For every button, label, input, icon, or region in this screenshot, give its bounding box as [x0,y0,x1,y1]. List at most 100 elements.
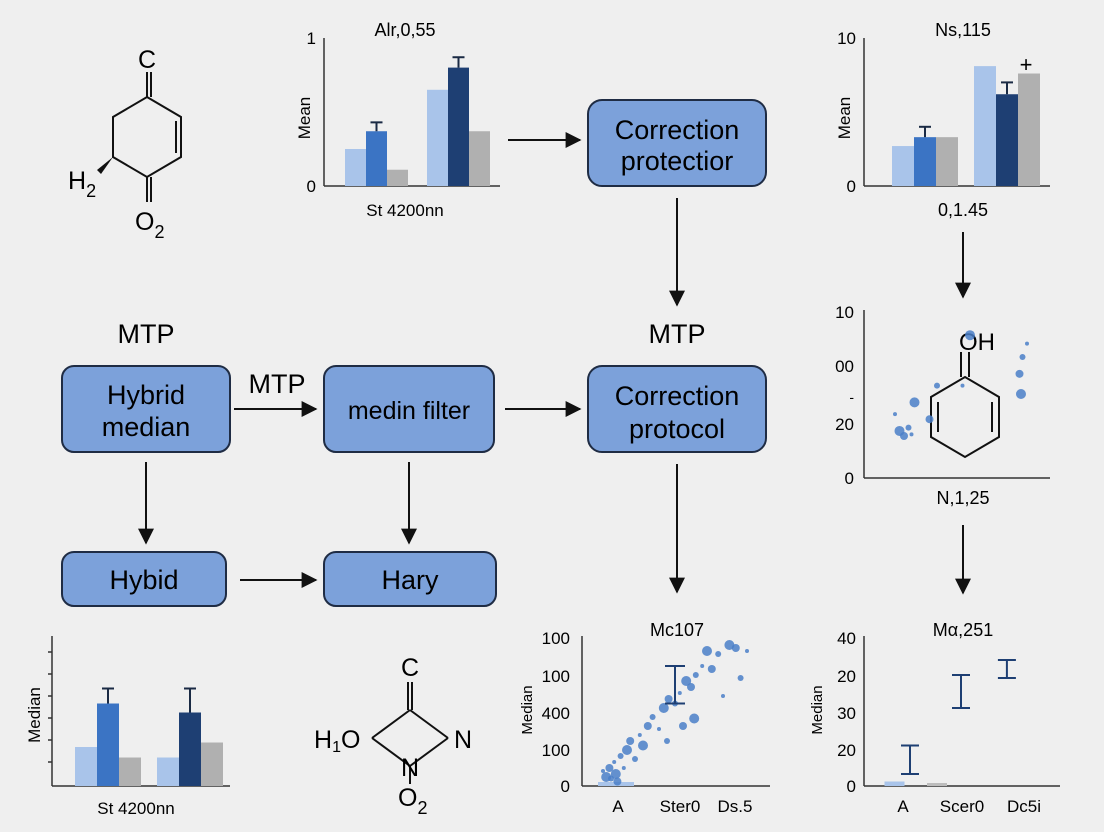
box-hybrid-median-line1: Hybrid [107,380,185,410]
points-bottom-point-35 [664,738,670,744]
bars-bottom-left-bar-3 [157,757,179,786]
points-bottom-point-7 [617,753,624,759]
bottom-scatter-ytick-3: 100 [542,741,570,760]
chart-top-bar-xlabel: St 4200nn [366,201,444,220]
points-bottom-point-32 [745,649,749,653]
points-right-point-0 [893,412,897,417]
points-bottom-point-14 [643,722,652,730]
points-bottom-point-16 [657,727,661,731]
bottom-scatter-xtick-0: A [612,797,624,816]
points-bottom-point-0 [601,769,605,773]
points-bottom-point-8 [621,766,626,770]
points-bottom-point-24 [700,664,705,668]
points-right-point-2 [900,432,908,440]
chart-bottom-right-title: Mα,251 [933,620,993,640]
bottom-right-bar-0 [884,781,905,786]
molecule-bottom-n-right: N [454,726,472,754]
points-bottom-point-9 [622,745,632,755]
right-scatter-ytick-2: - [849,389,854,405]
chart-bottom-scatter: Mc107 Median 100 100 400 100 0 A Ster0 D… [519,620,770,816]
bars-top-bar-5 [469,131,490,186]
right-scatter-ytick-4: 0 [845,469,854,488]
bars-top-right-bar-5 [1018,73,1040,186]
points-right-point-5 [909,397,920,408]
bars-top-bar-4 [448,67,469,186]
chart-bottom-right-errorbar: Mα,251 Median 40 20 30 20 0 A Scer0 Dc5i [809,620,1060,816]
bottom-scatter-points [601,640,749,786]
points-bottom-point-10 [626,737,635,745]
points-right-point-3 [905,424,912,431]
bottom-scatter-ytick-2: 400 [542,704,570,723]
bottom-right-ytick-3: 20 [837,741,856,760]
chart-bottom-scatter-ylabel: Median [519,685,536,734]
points-bottom-point-31 [737,675,744,681]
box-correction-protector-line1: Correction [615,115,740,145]
points-bottom-point-20 [677,691,682,695]
points-bottom-point-34 [679,722,687,730]
points-right-point-6 [925,415,934,424]
chart-top-bar: Alr,0,55 Mean 1 0 St 4200nn [295,20,500,220]
bars-top-right-bar-3 [974,66,996,186]
points-bottom-point-15 [649,714,656,720]
molecule-bottom-center: C H1O N N O2 [314,654,472,818]
bottom-scatter-xtick-1: Ster0 [660,797,701,816]
box-hybrid-median-line2: median [102,412,191,442]
chart-top-right-ytick-top: 10 [837,29,856,48]
right-scatter-ytick-1: 00 [835,357,854,376]
chart-top-bar-title: Alr,0,55 [374,20,435,40]
chart-top-right-title: Ns,115 [935,20,991,40]
box-hary: Hary [323,551,497,607]
points-bottom-point-4 [612,760,617,764]
chart-bottom-left-xlabel: St 4200nn [97,799,175,818]
molecule-bottom-c: C [401,654,419,682]
bars-top-right-bar-4 [996,94,1018,186]
points-bottom-point-27 [715,651,722,657]
bottom-right-bar-1 [927,783,947,786]
points-bottom-point-25 [702,646,712,656]
bottom-scatter-ytick-0: 100 [542,629,570,648]
bottom-right-xtick-0: A [897,797,909,816]
box-medin-filter-label: medin filter [348,397,470,425]
points-bottom-point-5 [610,769,621,779]
box-hybrid-median: Hybrid median [61,365,231,453]
bottom-scatter-xtick-2: Ds.5 [718,797,753,816]
box-hary-label: Hary [381,565,439,595]
points-bottom-point-22 [687,683,695,691]
molecule-top-left-c: C [138,46,156,74]
bars-top-right-bar-2 [936,137,958,186]
molecule-bottom-h: H1O [314,726,360,756]
chart-top-bar-ytick-bottom: 0 [307,177,316,196]
chart-bottom-left-ticks [48,651,52,763]
points-bottom-point-12 [637,733,642,737]
points-bottom-point-6 [613,777,622,786]
chart-bottom-left-bars [75,687,223,786]
points-bottom-point-17 [658,703,669,713]
points-right-point-4 [909,432,914,437]
molecule-bottom-o: O2 [398,784,427,818]
bottom-right-ytick-1: 20 [837,667,856,686]
bars-bottom-left-bar-5 [201,742,223,786]
chart-top-bar-ylabel: Mean [295,97,314,140]
molecule-bottom-n: N [401,754,419,782]
chart-bottom-scatter-title: Mc107 [650,620,704,640]
chart-bottom-left-ylabel: Median [25,687,44,743]
chart-right-scatter: 10 00 - 20 0 OH N,1,25 [835,303,1050,508]
bars-top-bar-3 [427,89,448,186]
bottom-right-xtick-1: Scer0 [940,797,984,816]
right-scatter-points [893,330,1029,440]
molecule-top-left: C H2 O2 [68,46,182,242]
box-hybid-label: Hybid [109,565,178,595]
bars-bottom-left-bar-0 [75,747,97,786]
bars-bottom-left-bar-4 [179,712,201,786]
mtp-label-center: MTP [649,319,706,349]
bottom-scatter-ytick-1: 100 [542,667,570,686]
box-correction-protocol-line2: protocol [629,414,725,444]
points-bottom-point-33 [689,713,700,724]
points-right-point-8 [960,383,965,388]
points-right-point-12 [1025,341,1029,346]
bars-top-right-bar-1 [914,137,936,186]
bars-bottom-left-bar-2 [119,757,141,786]
points-right-point-13 [1016,389,1026,399]
chart-top-right-bars [892,66,1040,186]
